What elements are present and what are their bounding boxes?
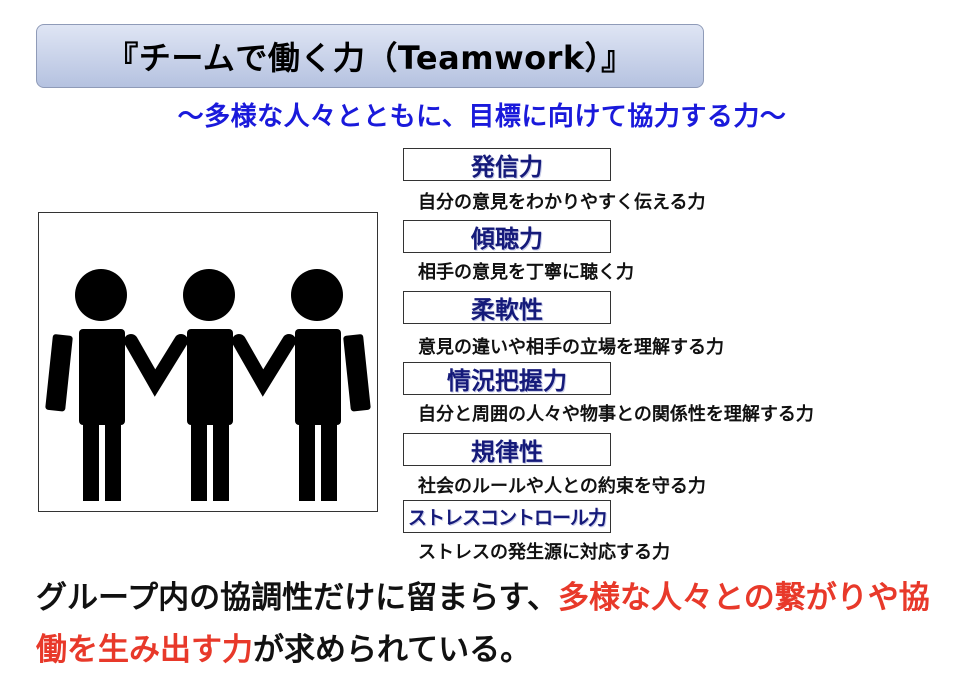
summary-message: グループ内の協調性だけに留まらす、多様な人々との繋がりや協働を生み出す力が求めら… bbox=[36, 572, 936, 676]
skill-label-stress: ストレスコントロール力 bbox=[403, 500, 611, 533]
title-banner: 『チームで働く力（Teamwork）』 bbox=[36, 24, 704, 88]
skill-label-junan: 柔軟性 bbox=[403, 291, 611, 324]
skill-desc-stress: ストレスの発生源に対応する力 bbox=[418, 542, 670, 563]
skill-desc-hasshin: 自分の意見をわかりやすく伝える力 bbox=[418, 192, 706, 213]
people-holding-hands-icon bbox=[45, 269, 371, 501]
message-part-3: が求められている。 bbox=[253, 632, 532, 668]
skill-desc-junan: 意見の違いや相手の立場を理解する力 bbox=[418, 337, 724, 358]
skill-label-keicho: 傾聴力 bbox=[403, 220, 611, 253]
page-title: 『チームで働く力（Teamwork）』 bbox=[106, 39, 634, 77]
skill-desc-jokyo: 自分と周囲の人々や物事との関係性を理解する力 bbox=[418, 404, 814, 425]
page-subtitle: 〜多様な人々とともに、目標に向けて協力する力〜 bbox=[177, 102, 787, 132]
skill-label-hasshin: 発信力 bbox=[403, 148, 611, 181]
people-illustration bbox=[38, 212, 378, 512]
skill-label-kiritsu: 規律性 bbox=[403, 433, 611, 466]
skill-desc-keicho: 相手の意見を丁寧に聴く力 bbox=[418, 262, 634, 283]
skill-label-jokyo: 情況把握力 bbox=[403, 362, 611, 395]
message-part-1: グループ内の協調性だけに留まらす、 bbox=[36, 580, 559, 616]
message-highlight: 多様な人々との繋がりや協働を生み出す力 bbox=[36, 580, 930, 668]
skill-desc-kiritsu: 社会のルールや人との約束を守る力 bbox=[418, 476, 706, 497]
